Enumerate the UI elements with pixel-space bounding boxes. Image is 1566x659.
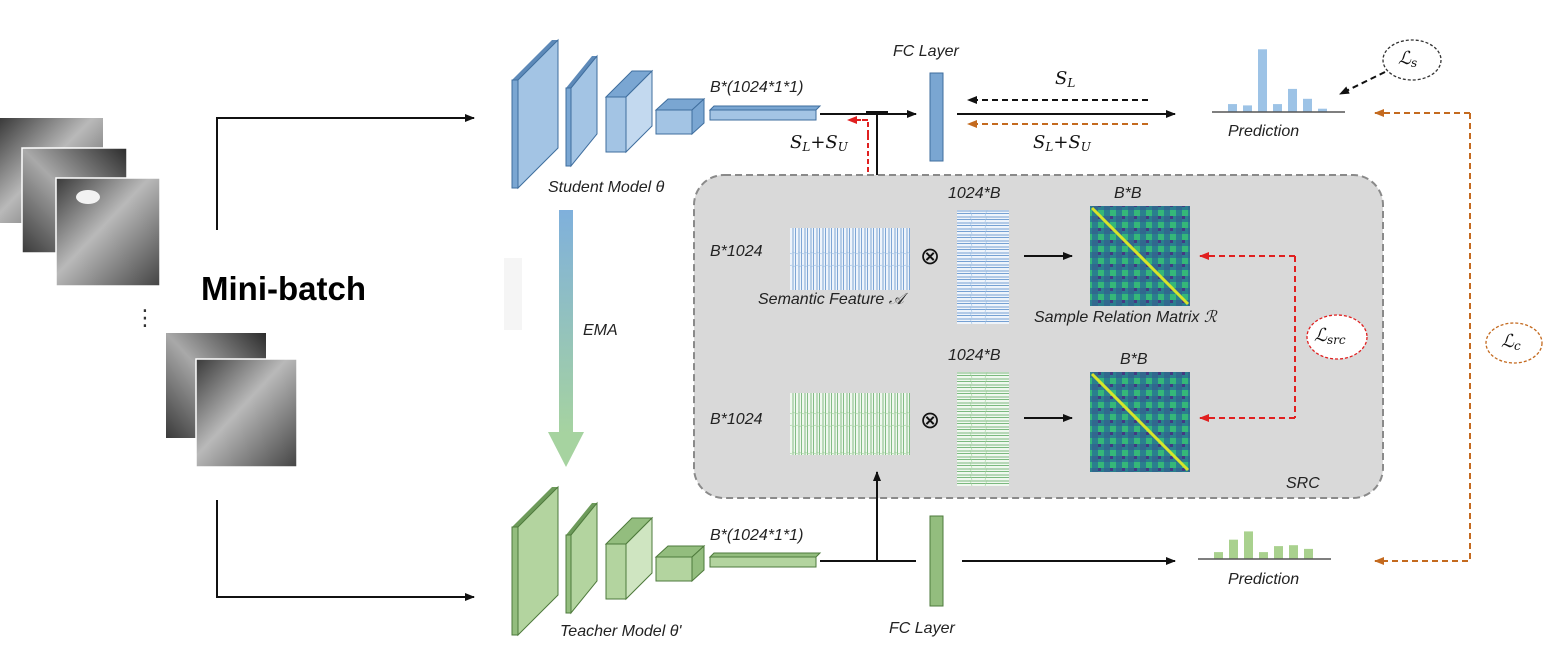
teacher-feat-dim-label: B*1024 bbox=[710, 411, 763, 428]
student-trans-dim-label: 1024*B bbox=[948, 185, 1001, 202]
teacher-transposed-feature bbox=[957, 372, 1009, 486]
src-box-label: SRC bbox=[1286, 475, 1320, 492]
student-feat-dim-label: B*1024 bbox=[710, 243, 763, 260]
loss-src-symbol: ℒsrc bbox=[1314, 325, 1346, 347]
xray-image-3 bbox=[55, 177, 161, 287]
student-relation-diagonal bbox=[1090, 206, 1190, 306]
teacher-trans-dim-label: 1024*B bbox=[948, 347, 1001, 364]
student-network bbox=[511, 38, 822, 190]
prediction-bar bbox=[1289, 545, 1298, 559]
teacher-prediction-chart bbox=[1198, 531, 1331, 560]
prediction-bar bbox=[1258, 49, 1267, 112]
student-semantic-feature bbox=[790, 228, 910, 290]
loss-s-circle bbox=[1382, 39, 1442, 81]
prediction-bar bbox=[1318, 108, 1327, 112]
prediction-bar bbox=[1288, 88, 1297, 112]
student-model-label: Student Model θ bbox=[548, 179, 665, 196]
prediction-bar bbox=[1273, 104, 1282, 112]
loss-c-circle bbox=[1485, 322, 1543, 364]
prediction-bar bbox=[1259, 552, 1268, 559]
prediction-bar bbox=[1274, 546, 1283, 559]
sl-symbol: SL bbox=[1055, 68, 1076, 90]
prediction-bar bbox=[1244, 531, 1253, 559]
xray-highlight bbox=[76, 190, 100, 204]
loss-src-circle bbox=[1306, 314, 1368, 360]
student-red-dashed-down bbox=[856, 119, 869, 200]
ema-arrow-shaft bbox=[559, 210, 573, 434]
student-prediction-label: Prediction bbox=[1228, 123, 1300, 140]
prediction-bar bbox=[1243, 105, 1252, 112]
relation-matrix-label: Sample Relation Matrix ℛ bbox=[1034, 309, 1217, 326]
faint-mark bbox=[504, 258, 522, 330]
input-arrow-teacher bbox=[216, 500, 475, 601]
xray-image-5 bbox=[195, 358, 298, 468]
prediction-bar bbox=[1214, 552, 1223, 559]
teacher-prediction-label: Prediction bbox=[1228, 571, 1300, 588]
ellipsis-icon: ⋮ bbox=[134, 306, 156, 331]
teacher-model-label: Teacher Model θ' bbox=[560, 623, 682, 640]
teacher-rel-dim-label: B*B bbox=[1120, 351, 1148, 368]
teacher-feature-dim: B*(1024*1*1) bbox=[710, 527, 804, 544]
sl-su-symbol-right: SL+SU bbox=[1033, 132, 1091, 154]
otimes-icon-teacher: ⊗ bbox=[920, 406, 941, 434]
minibatch-label: Mini-batch bbox=[201, 270, 366, 307]
student-prediction-chart bbox=[1212, 49, 1345, 113]
prediction-bar bbox=[1303, 98, 1312, 112]
input-arrow-student bbox=[216, 114, 475, 230]
consistency-loop-bottom bbox=[1374, 113, 1471, 565]
teacher-fc-layer bbox=[929, 515, 944, 607]
teacher-fc-label: FC Layer bbox=[889, 620, 955, 637]
student-rel-dim-label: B*B bbox=[1114, 185, 1142, 202]
student-fc-layer bbox=[929, 72, 944, 162]
prediction-bar bbox=[1229, 539, 1238, 559]
ema-label: EMA bbox=[583, 322, 618, 339]
teacher-relation-diagonal bbox=[1090, 372, 1190, 472]
sl-su-symbol-left: SL+SU bbox=[790, 132, 848, 154]
ema-arrow-head bbox=[548, 432, 584, 467]
student-feature-dim: B*(1024*1*1) bbox=[710, 79, 804, 96]
teacher-network bbox=[511, 485, 822, 637]
otimes-icon-student: ⊗ bbox=[920, 242, 941, 270]
input-images bbox=[0, 118, 298, 468]
loss-c-symbol: ℒc bbox=[1501, 331, 1521, 353]
teacher-semantic-feature bbox=[790, 393, 910, 455]
student-fc-label: FC Layer bbox=[893, 43, 959, 60]
semantic-feature-label: Semantic Feature 𝒜 bbox=[758, 291, 904, 308]
loss-s-arrow bbox=[1339, 71, 1386, 95]
student-transposed-feature bbox=[957, 210, 1009, 324]
prediction-bar bbox=[1304, 548, 1313, 559]
loss-s-symbol: ℒs bbox=[1398, 48, 1418, 70]
prediction-bar bbox=[1228, 104, 1237, 112]
